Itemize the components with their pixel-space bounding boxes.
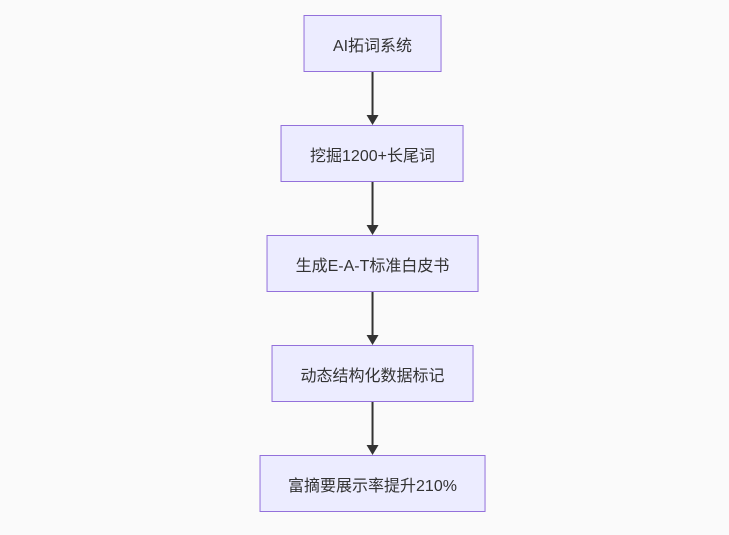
flow-column: AI拓词系统 挖掘1200+长尾词 生成E-A-T标准白皮书 动态结构化数据标记 [259, 15, 486, 512]
flow-node-structured-data: 动态结构化数据标记 [271, 345, 474, 402]
arrow-connector [366, 72, 379, 125]
arrow-head-down-icon [366, 445, 379, 455]
flow-node-label: 生成E-A-T标准白皮书 [295, 257, 450, 275]
arrow-line [371, 72, 374, 115]
arrow-head-down-icon [366, 225, 379, 235]
arrow-head-down-icon [366, 115, 379, 125]
flow-node-eat-whitepaper: 生成E-A-T标准白皮书 [266, 235, 479, 292]
flow-node-ai-word-system: AI拓词系统 [303, 15, 442, 72]
flow-node-label: 富摘要展示率提升210% [288, 477, 457, 495]
flow-node-label: 动态结构化数据标记 [300, 367, 445, 385]
arrow-connector [366, 402, 379, 455]
arrow-head-down-icon [366, 335, 379, 345]
flow-node-label: 挖掘1200+长尾词 [310, 147, 435, 165]
arrow-line [371, 402, 374, 445]
flow-node-longtail-mining: 挖掘1200+长尾词 [281, 125, 464, 182]
arrow-connector [366, 182, 379, 235]
arrow-connector [366, 292, 379, 345]
flow-node-rich-snippet-result: 富摘要展示率提升210% [259, 455, 486, 512]
arrow-line [371, 182, 374, 225]
flow-node-label: AI拓词系统 [332, 37, 413, 55]
arrow-line [371, 292, 374, 335]
